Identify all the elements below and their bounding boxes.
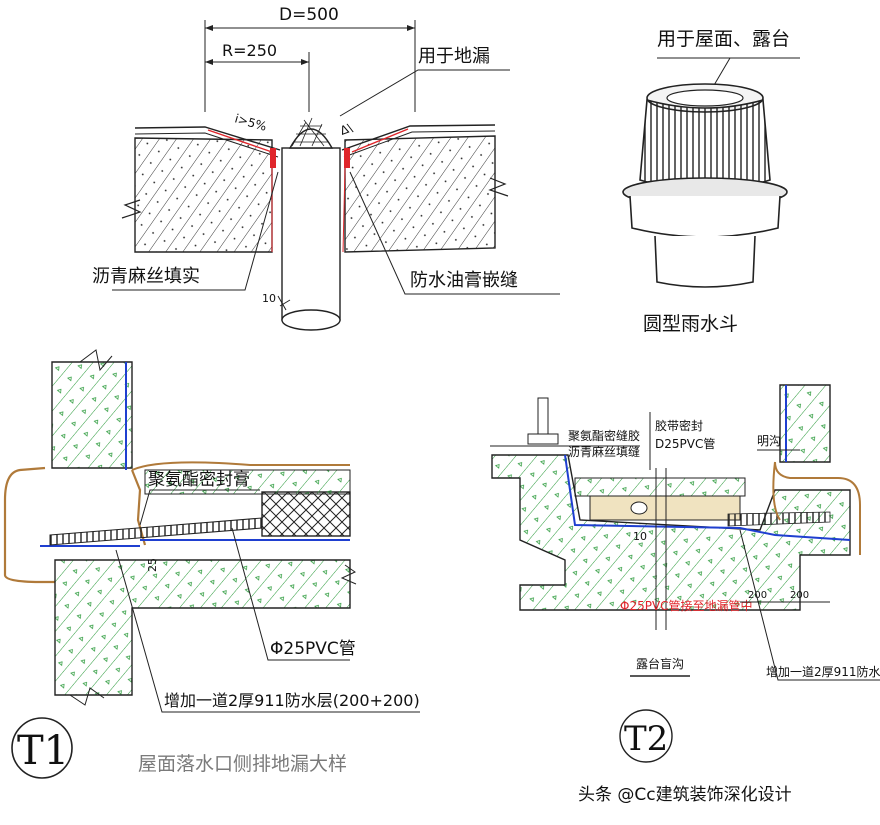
seal-line-right bbox=[342, 167, 346, 253]
seal-strip-left bbox=[270, 148, 276, 168]
leader-waterproof-seal bbox=[349, 171, 560, 295]
t2-label-dim-200a: 200 bbox=[748, 590, 767, 601]
t2-tag-circle bbox=[619, 709, 673, 763]
leader-asphalt bbox=[112, 171, 279, 291]
finish-layer-right-2 bbox=[343, 130, 496, 158]
t1-label-dim-25: 25 bbox=[146, 558, 159, 572]
label-waterproof-seal: 防水油膏嵌缝 bbox=[410, 269, 518, 291]
t1-tag-circle bbox=[11, 717, 73, 779]
drain-pipe-bottom bbox=[281, 309, 341, 331]
label-slope-right: ∆\ bbox=[337, 120, 355, 138]
t1-pvc-pipe bbox=[49, 517, 263, 546]
t2-label-pipe: D25PVC管 bbox=[655, 436, 715, 451]
t1-label-sealant: 聚氨酯密封膏 bbox=[148, 469, 250, 490]
label-slope: i>5% bbox=[233, 111, 268, 133]
watermark: 头条 @Cc建筑装饰深化设计 bbox=[578, 785, 792, 805]
rain-hopper-illustration: 用于屋面、露台 圆型雨水斗 bbox=[622, 28, 800, 335]
t1-leader-pipe bbox=[231, 527, 350, 661]
t1-slab-break bbox=[340, 564, 357, 585]
t1-tag: T1 bbox=[17, 728, 69, 774]
floor-drain-section: D=500 R=250 用于地漏 i>5% ∆\ 沥青麻丝填实 防水油膏嵌缝 1… bbox=[92, 5, 560, 331]
label-asphalt-fill: 沥青麻丝填实 bbox=[92, 266, 200, 287]
t2-screed bbox=[574, 477, 746, 497]
t2-right-wall bbox=[779, 384, 831, 463]
t2-label-dim-10: 10 bbox=[633, 530, 647, 543]
t2-rim-left bbox=[772, 461, 781, 521]
t2-leader-extra-layer bbox=[739, 529, 880, 681]
t1-leader-sealant bbox=[139, 489, 260, 526]
membrane-red-right bbox=[351, 128, 409, 153]
dim-d-label: D=500 bbox=[279, 5, 339, 25]
dim-d-arrow-l bbox=[205, 25, 213, 31]
dim-d-arrow-r bbox=[407, 25, 415, 31]
t2-label-tape-seal: 胶带密封 bbox=[655, 418, 703, 433]
t2-post bbox=[537, 397, 549, 437]
finish-layer-left bbox=[134, 126, 281, 151]
t2-fill-layer bbox=[589, 495, 741, 521]
t2-post-base bbox=[527, 433, 559, 445]
t2-pvc-section bbox=[630, 501, 648, 515]
t1-outlet-rim bbox=[3, 466, 55, 584]
dim-r-label: R=250 bbox=[222, 41, 277, 60]
slab-break-left bbox=[121, 199, 142, 219]
t1-label-extra-layer: 增加一道2厚911防水层(200+200) bbox=[164, 691, 420, 710]
seal-strip-right bbox=[344, 148, 350, 168]
t1-bottom-break bbox=[69, 687, 105, 706]
t2-label-sealant-b: 沥青麻丝填缝 bbox=[568, 444, 640, 459]
t1-wall-break bbox=[79, 349, 113, 372]
drain-dome-grid bbox=[291, 117, 328, 147]
finish-layer-right bbox=[341, 124, 496, 151]
t2-caption: 露台盲沟 bbox=[636, 656, 684, 671]
label-dim-10: 10 bbox=[262, 292, 276, 305]
leader-floor-drain bbox=[339, 69, 510, 117]
hopper-collar bbox=[629, 195, 781, 238]
dim-r-arrow-l bbox=[205, 59, 213, 65]
t2-membrane bbox=[564, 454, 851, 541]
t1-caption: 屋面落水口侧排地漏大样 bbox=[138, 753, 347, 775]
t1-insulation bbox=[261, 491, 351, 537]
slab-break-right bbox=[488, 177, 509, 197]
hopper-cap-inner bbox=[666, 89, 744, 107]
label-use-floor-drain: 用于地漏 bbox=[418, 46, 490, 67]
t1-label-pipe: Φ25PVC管 bbox=[270, 639, 356, 659]
t2-label-extra-layer: 增加一道2厚911防水层 bbox=[766, 664, 880, 679]
t1-leader-extra-layer bbox=[115, 549, 420, 713]
label-round-hopper: 圆型雨水斗 bbox=[643, 313, 738, 335]
label-use-roof: 用于屋面、露台 bbox=[657, 28, 790, 50]
dim-10-tick bbox=[277, 295, 291, 311]
t1-lower-slab bbox=[54, 559, 351, 696]
t2-label-open-ditch: 明沟 bbox=[757, 434, 781, 448]
t2-tag: T2 bbox=[624, 719, 668, 759]
finish-layer-left-2 bbox=[134, 132, 279, 158]
hopper-fins bbox=[639, 98, 771, 191]
t2-label-red-note: Φ25PVC管接至地漏管中 bbox=[620, 598, 753, 613]
dim-r-arrow-r bbox=[301, 59, 309, 65]
t1-roof-top bbox=[131, 461, 350, 471]
t2-label-sealant-a: 聚氨酯密缝胶 bbox=[568, 428, 640, 443]
drain-pipe bbox=[281, 147, 341, 321]
t2-label-dim-200b: 200 bbox=[790, 590, 809, 601]
membrane-red-left bbox=[207, 129, 273, 153]
hopper-pipe bbox=[654, 235, 756, 288]
detail-t1: 聚氨酯密封膏 Φ25PVC管 增加一道2厚911防水层(200+200) 25 … bbox=[3, 349, 420, 779]
detail-t2: 聚氨酯密缝胶 沥青麻丝填缝 胶带密封 D25PVC管 明沟 Φ25PVC管接至地… bbox=[490, 384, 880, 763]
t2-rim bbox=[774, 461, 861, 555]
t1-upper-wall bbox=[51, 361, 133, 469]
